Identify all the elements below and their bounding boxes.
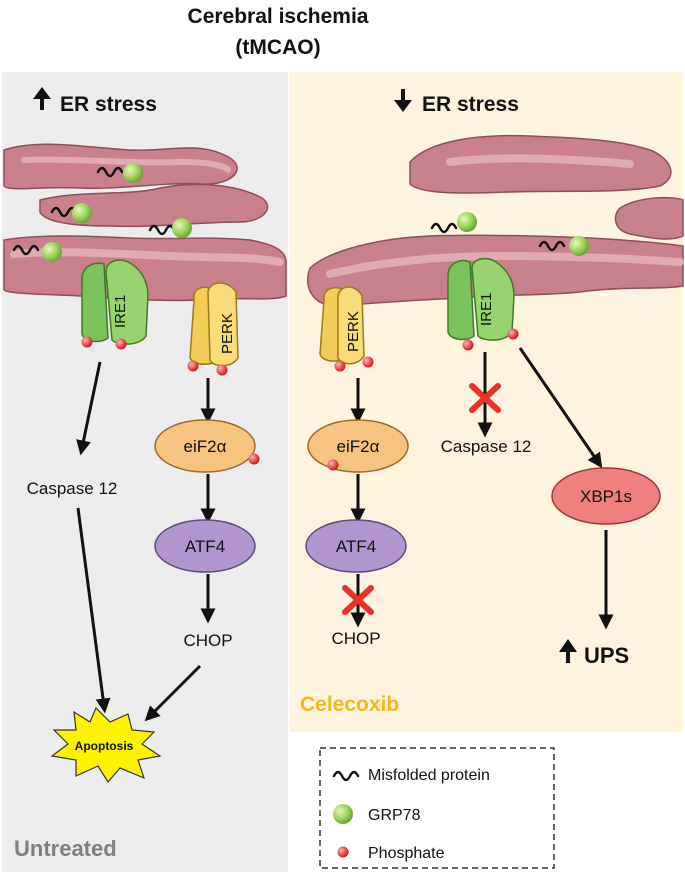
untreated-label: Untreated [14, 836, 117, 861]
title-line2: (tMCAO) [235, 36, 320, 59]
right-perk-receptor [319, 286, 374, 372]
left-misfolded-proteins [12, 166, 176, 256]
right-caspase12-label: Caspase 12 [441, 437, 532, 456]
legend-grp78-label: GRP78 [368, 807, 421, 824]
left-ire1-receptor [81, 259, 149, 350]
ups-up-arrow-icon [559, 639, 577, 663]
left-perk-label: PERK [219, 313, 236, 354]
apoptosis-burst-icon [50, 706, 162, 784]
ups-label: UPS [584, 643, 629, 668]
left-eif2a-phosphate [248, 453, 260, 465]
up-arrow-icon [33, 87, 51, 110]
left-perk-receptor [187, 282, 239, 376]
right-misfolded-proteins [430, 222, 566, 252]
right-eif2a-node [307, 419, 409, 473]
celecoxib-label: Celecoxib [300, 693, 399, 716]
legend-phosphate-label: Phosphate [368, 845, 445, 862]
right-header: ER stress [422, 93, 519, 116]
right-atf4-node [305, 519, 407, 573]
right-grp78-icons [457, 212, 589, 256]
legend-misfolded-icon [332, 770, 360, 782]
legend-phosphate-icon [337, 846, 349, 858]
title-line1: Cerebral ischemia [188, 5, 369, 28]
left-atf4-node [154, 519, 256, 573]
legend-grp78-icon [333, 804, 353, 824]
left-arrows [76, 361, 216, 722]
down-arrow-icon [394, 89, 412, 112]
right-ire1-receptor [447, 257, 519, 351]
xbp1s-node [551, 467, 661, 525]
xbp1s-label: XBP1s [580, 487, 632, 506]
right-arrows [350, 347, 614, 630]
left-header: ER stress [60, 93, 157, 116]
left-ire1-label: IRE1 [112, 295, 129, 328]
left-caspase12-label: Caspase 12 [27, 479, 118, 498]
left-eif2a-label: eiF2α [184, 437, 227, 456]
legend-misfolded-label: Misfolded protein [368, 767, 490, 784]
right-perk-label: PERK [345, 311, 362, 352]
left-chop-label: CHOP [183, 631, 232, 650]
block-x-chop-icon [342, 585, 374, 615]
right-eif2a-label: eiF2α [337, 437, 380, 456]
block-x-caspase-icon [469, 383, 501, 413]
right-chop-label: CHOP [331, 629, 380, 648]
legend-box [319, 747, 555, 869]
right-eif2a-phosphate [327, 459, 339, 471]
right-ire1-label: IRE1 [478, 293, 495, 326]
apoptosis-label: Apoptosis [75, 739, 134, 753]
left-eif2a-node [154, 419, 256, 473]
left-grp78-icons [42, 163, 192, 262]
left-atf4-label: ATF4 [185, 537, 225, 556]
right-atf4-label: ATF4 [336, 537, 376, 556]
